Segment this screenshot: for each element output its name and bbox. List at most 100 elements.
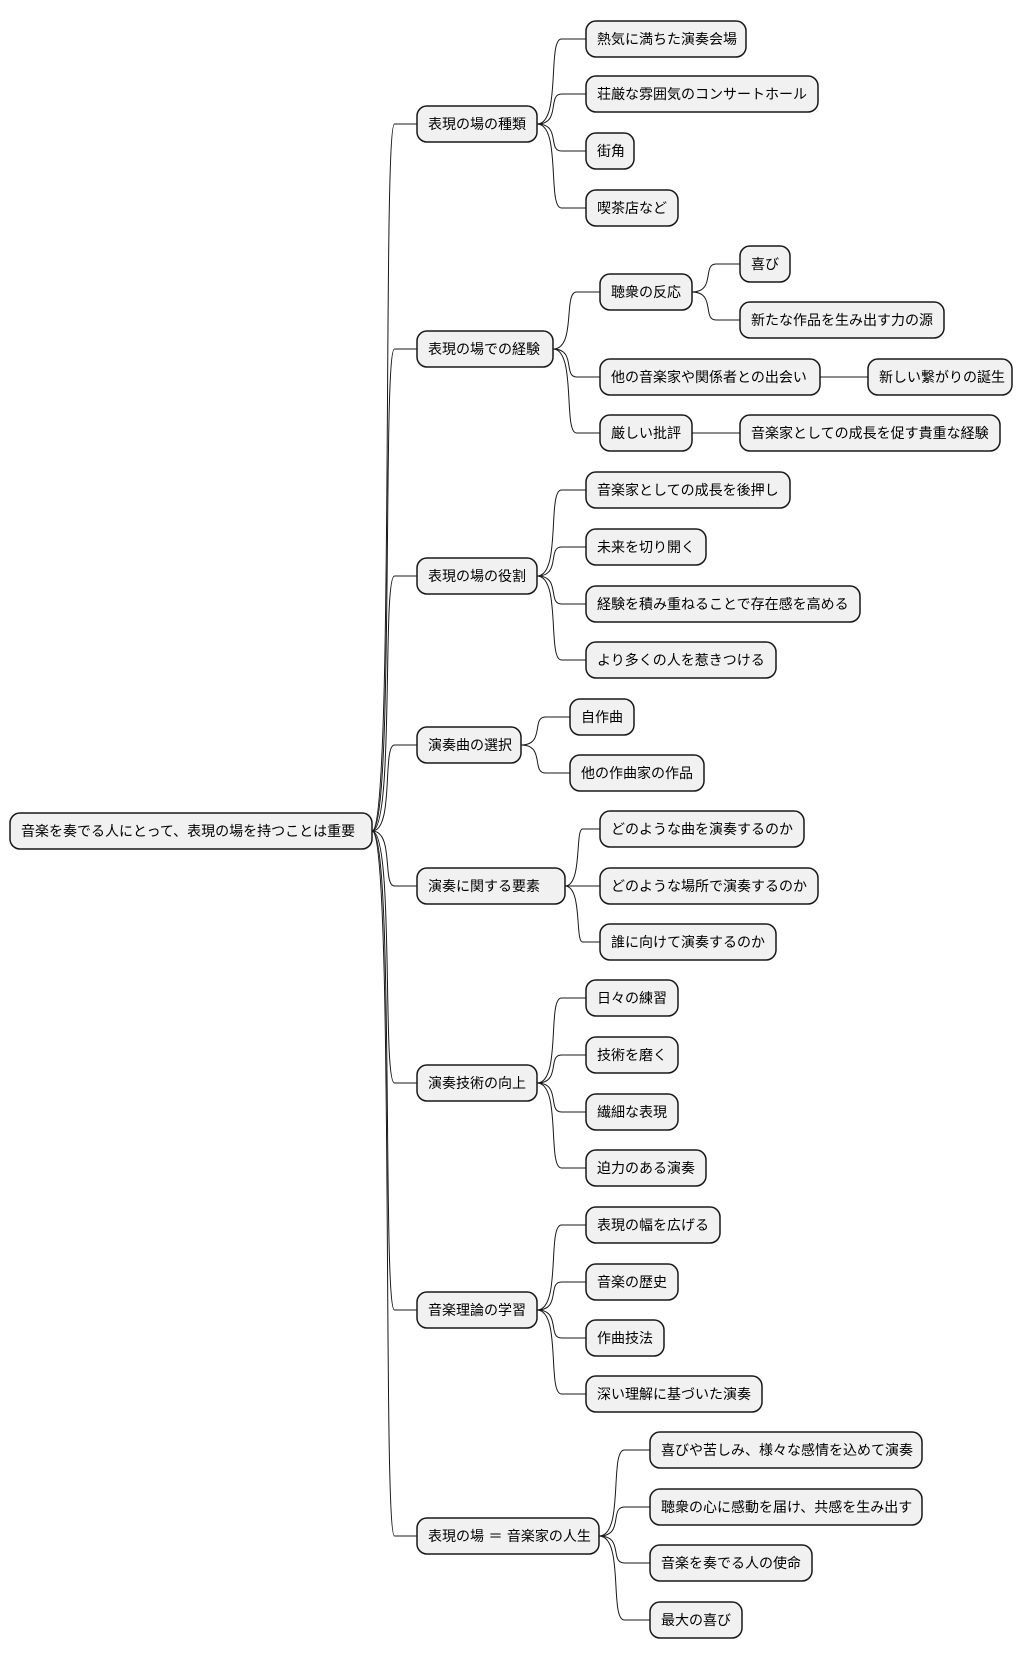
node-box [739, 414, 1001, 452]
connector-line [536, 1054, 586, 1084]
node-box [416, 1517, 600, 1555]
node-7: 表現の場 ＝ 音楽家の人生 [416, 1517, 600, 1555]
connector-line [371, 123, 417, 832]
connector-line [536, 575, 586, 605]
node-label: 喜びや苦しみ、様々な感情を込めて演奏 [661, 1442, 913, 1459]
node-1-1-0: 新しい繋がりの誕生 [867, 358, 1013, 396]
node-7-0: 喜びや苦しみ、様々な感情を込めて演奏 [649, 1431, 923, 1469]
connector-line [552, 348, 600, 378]
node-box [416, 330, 554, 368]
node-label: 誰に向けて演奏するのか [611, 935, 765, 951]
node-7-2: 音楽を奏でる人の使命 [649, 1544, 813, 1582]
connector-line [371, 744, 417, 832]
node-label: 自作曲 [581, 710, 623, 726]
node-box [585, 1206, 721, 1244]
node-box [649, 1601, 743, 1639]
node-label: 技術を磨く [597, 1048, 667, 1064]
connector-line [552, 291, 600, 350]
node-label: 街角 [597, 144, 625, 160]
node-box [585, 528, 707, 566]
node-2-2: 経験を積み重ねることで存在感を高める [585, 585, 861, 623]
connector-line [536, 123, 586, 209]
node-box [416, 1064, 538, 1102]
node-label: 音楽を奏でる人の使命 [661, 1555, 801, 1572]
connector-line [536, 489, 586, 577]
node-box [569, 754, 705, 792]
node-label: 作曲技法 [597, 1331, 653, 1347]
node-6-1: 音楽の歴史 [585, 1263, 679, 1301]
connector-line [371, 830, 417, 1084]
node-label: 迫力のある演奏 [597, 1161, 695, 1177]
node-label: 熱気に満ちた演奏会場 [597, 32, 737, 48]
connector-line [598, 1535, 650, 1564]
connector-line [371, 348, 417, 832]
node-label: 表現の場の種類 [428, 117, 526, 133]
node-box [585, 20, 747, 58]
node-1-1: 他の音楽家や関係者との出会い [599, 358, 821, 396]
node-5-0: 日々の練習 [585, 979, 679, 1017]
node-label: 表現の場での経験 [428, 342, 540, 358]
node-box [585, 585, 861, 623]
node-3-0: 自作曲 [569, 698, 635, 736]
node-label: 新たな作品を生み出す力の源 [751, 313, 933, 329]
connector-line [564, 885, 600, 943]
node-box [599, 867, 819, 905]
node-6-0: 表現の幅を広げる [585, 1206, 721, 1244]
node-box [585, 641, 777, 679]
connector-line [536, 546, 586, 577]
node-5: 演奏技術の向上 [416, 1064, 538, 1102]
node-label: 喜び [751, 257, 779, 273]
node-box [585, 132, 635, 170]
node-label: 音楽理論の学習 [428, 1302, 526, 1319]
connector-line [552, 348, 600, 434]
node-box [649, 1431, 923, 1469]
node-2-0: 音楽家としての成長を後押し [585, 471, 791, 509]
node-4-1: どのような場所で演奏するのか [599, 867, 819, 905]
connector-line [536, 997, 586, 1084]
node-box [585, 189, 679, 227]
connector-line [564, 828, 600, 887]
connector-line [536, 1309, 586, 1339]
connector-line [598, 1449, 650, 1537]
node-label: 音楽を奏でる人にとって、表現の場を持つことは重要 [21, 823, 355, 840]
node-1-0: 聴衆の反応 [599, 273, 693, 311]
node-box [585, 1375, 763, 1413]
node-1-2-0: 音楽家としての成長を促す貴重な経験 [739, 414, 1001, 452]
node-box [585, 471, 791, 509]
node-1-0-0: 喜び [739, 245, 791, 283]
connector-line [536, 1281, 586, 1311]
node-box [416, 1291, 538, 1329]
mind-map-nodes: 音楽を奏でる人にとって、表現の場を持つことは重要 表現の場の種類 熱気に満ちた演奏会… [9, 20, 1013, 1639]
connector-line [371, 830, 417, 1311]
node-4: 演奏に関する要素 [416, 867, 566, 905]
connector-line [536, 575, 586, 661]
node-3-1: 他の作曲家の作品 [569, 754, 705, 792]
connector-line [598, 1506, 650, 1537]
node-box [585, 75, 819, 113]
node-box [585, 1036, 679, 1074]
node-box [599, 273, 693, 311]
connector-line [536, 123, 586, 152]
node-label: より多くの人を惹きつける [597, 652, 765, 669]
connector-line [598, 1535, 650, 1621]
node-box [585, 1149, 707, 1187]
node-3: 演奏曲の選択 [416, 726, 522, 764]
connector-line [536, 93, 586, 125]
node-label: 音楽家としての成長を後押し [597, 482, 779, 499]
node-5-2: 繊細な表現 [585, 1093, 679, 1131]
connector-line [691, 291, 740, 321]
connector-line [371, 830, 417, 1537]
node-label: 経験を積み重ねることで存在感を高める [597, 596, 849, 613]
node-box [599, 923, 777, 961]
node-label: 音楽の歴史 [597, 1274, 667, 1291]
node-0-0: 熱気に満ちた演奏会場 [585, 20, 747, 58]
connector-line [536, 1309, 586, 1395]
node-label: 最大の喜び [661, 1613, 731, 1629]
connector-line [536, 1082, 586, 1169]
node-box [649, 1544, 813, 1582]
node-label: 演奏曲の選択 [428, 738, 512, 754]
node-6: 音楽理論の学習 [416, 1291, 538, 1329]
node-label: 表現の場の役割 [428, 568, 526, 585]
connector-line [371, 830, 417, 887]
